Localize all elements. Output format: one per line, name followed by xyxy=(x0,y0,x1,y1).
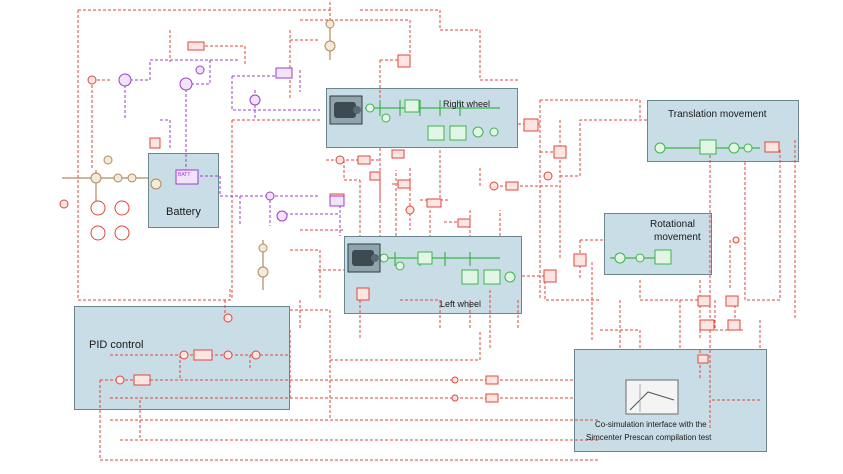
battery-component-label: BATT xyxy=(178,172,191,178)
cosim-interface-label-line2: Simcenter Prescan compilation test xyxy=(586,433,712,442)
signal-nodes xyxy=(59,75,740,402)
pid-control-label: PID control xyxy=(89,339,144,351)
mechanical-components xyxy=(365,99,753,285)
signal-blocks xyxy=(133,41,780,403)
parameter-circles xyxy=(90,200,130,241)
battery-block[interactable] xyxy=(148,153,219,228)
right-wheel-motor-icon xyxy=(329,95,363,125)
rotational-movement-block[interactable] xyxy=(604,213,712,275)
cosim-interface-label-line1: Co-simulation interface with the xyxy=(595,420,707,429)
right-wheel-label: Right wheel xyxy=(443,99,491,109)
battery-label: Battery xyxy=(166,206,201,218)
connector-components xyxy=(90,19,336,278)
electrical-components xyxy=(118,65,345,222)
translation-movement-label: Translation movement xyxy=(668,109,767,120)
left-wheel-label: Left wheel xyxy=(440,299,482,309)
rotational-movement-label-line2: movement xyxy=(654,232,701,243)
left-wheel-motor-icon xyxy=(347,243,381,273)
cosim-subsystem-box xyxy=(625,379,679,415)
rotational-movement-label-line1: Rotational xyxy=(650,219,696,230)
signal-lines xyxy=(77,2,796,461)
